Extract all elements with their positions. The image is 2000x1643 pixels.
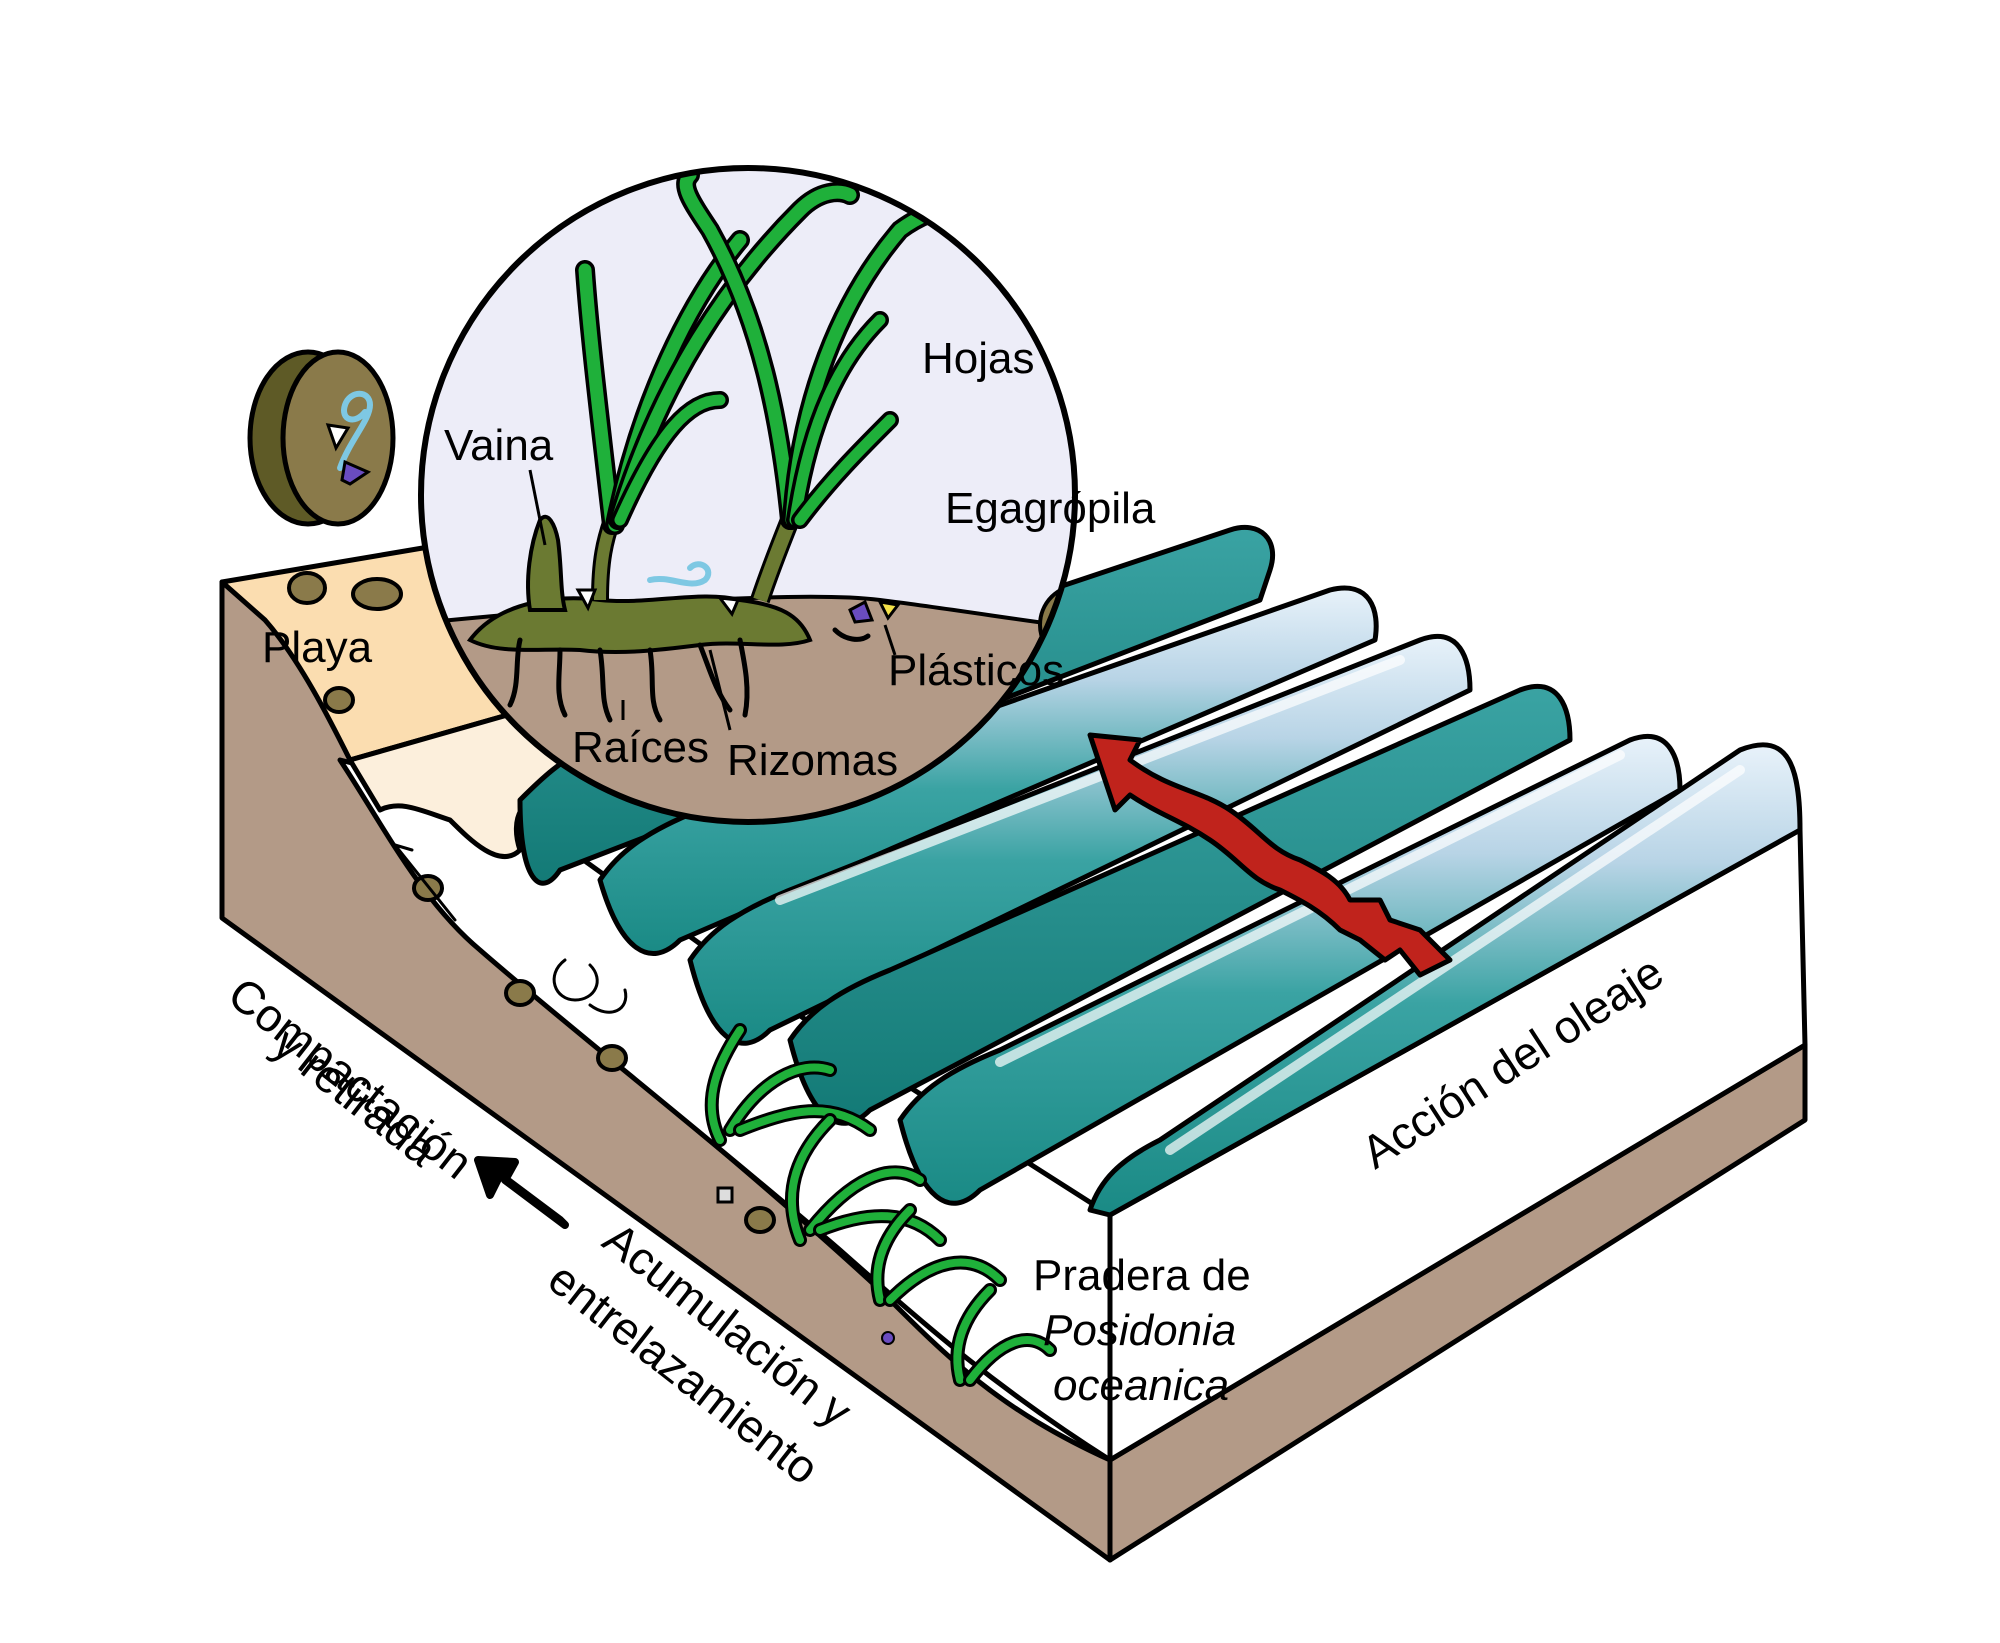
label-meadow-line2: Posidonia <box>1043 1306 1236 1355</box>
plastic-fragment-icon <box>575 588 598 612</box>
slope-ball <box>596 1044 628 1072</box>
plastic-fragment-icon <box>877 600 901 621</box>
leader-line-sheath <box>528 469 547 546</box>
wave-3 <box>687 633 1473 1046</box>
label-rhizomes: Rizomas <box>727 736 898 785</box>
leader-line-plastics <box>883 624 897 656</box>
wave-5 <box>897 733 1683 1206</box>
label-meadow-line3: oceanica <box>1053 1361 1229 1410</box>
label-beach: Playa <box>262 623 373 672</box>
beach-ball-3 <box>323 686 355 714</box>
roots-icon <box>507 637 750 723</box>
plastic-fragment-icon <box>325 423 351 452</box>
label-sheath: Vaina <box>444 421 554 470</box>
seagrass-plant <box>950 1283 1057 1387</box>
label-meadow-line1: Pradera de <box>1033 1251 1251 1300</box>
upslope-motion-arrow-icon <box>393 843 457 922</box>
swirl-arrow-icon <box>588 988 628 1014</box>
leaf-blades <box>575 168 1020 535</box>
slope-ball <box>504 979 536 1007</box>
plastic-fiber-icon <box>647 561 712 587</box>
beach-ball-1 <box>287 571 327 605</box>
wave-action-arrow-icon <box>1087 732 1453 978</box>
label-plastics: Plásticos <box>888 646 1064 695</box>
label-leaves: Hojas <box>922 334 1035 383</box>
label-roots: Raíces <box>572 723 709 772</box>
egagropila-cross-section <box>247 349 396 527</box>
waves <box>517 524 1803 1218</box>
seagrass-plant <box>785 1113 947 1247</box>
retreat-arrow-icon <box>474 1156 569 1229</box>
seagrass-plant <box>870 1203 1007 1307</box>
label-egagropila: Egagrópila <box>945 484 1156 533</box>
wave-6 <box>1087 742 1803 1218</box>
sheath-icon <box>526 514 568 612</box>
slope-ball <box>744 1206 776 1234</box>
swirl-arrow-icon <box>552 958 599 1002</box>
beach-ball-2 <box>351 577 403 611</box>
plastic-fragment-icon <box>848 599 875 624</box>
meadow-plants <box>393 843 1057 1387</box>
seagrass-plant <box>704 1023 877 1147</box>
plastic-fragment-icon <box>340 459 372 486</box>
wave-crest-highlight <box>1165 765 1745 1155</box>
wave-2 <box>597 585 1379 956</box>
slope-plastic <box>881 1331 895 1345</box>
wave-crest-highlight <box>775 655 1405 905</box>
leader-line-rhizomes <box>708 649 732 731</box>
slope-plastic <box>716 1186 734 1204</box>
plastic-fiber-icon <box>337 390 374 471</box>
plastic-fragment-icon <box>716 596 741 617</box>
